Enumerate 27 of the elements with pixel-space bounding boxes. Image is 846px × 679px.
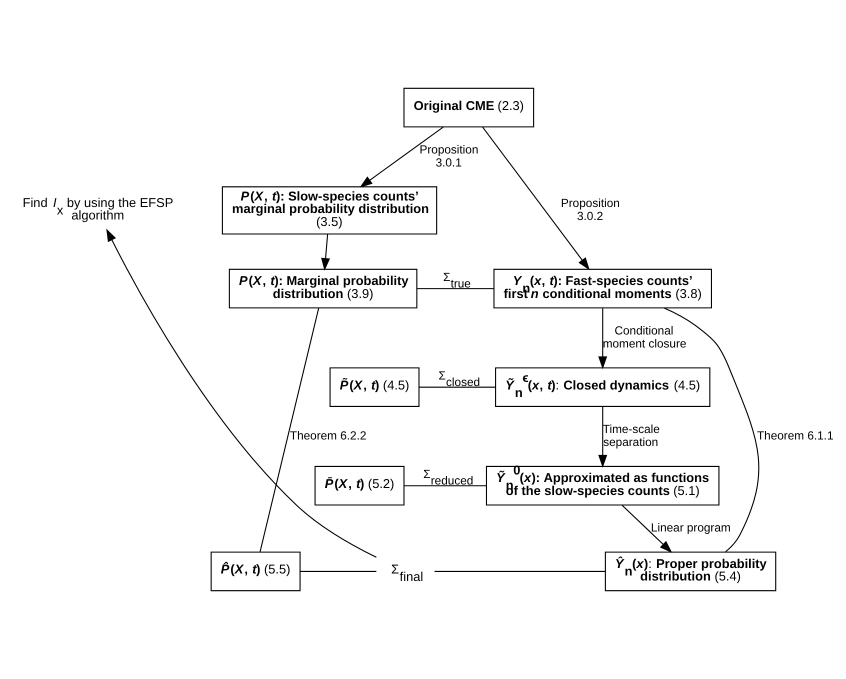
arrow — [321, 234, 330, 271]
node-box: Original CME (2.3) — [403, 88, 534, 128]
edge-label: Time-scale separation — [602, 423, 660, 449]
connector — [404, 485, 486, 486]
edge-label: Linear program — [650, 522, 731, 535]
node-box: P̄(X, t) (5.2) — [314, 466, 405, 506]
connector — [664, 307, 760, 552]
edge-label: Theorem 6.2.2 — [290, 429, 366, 442]
arrow — [598, 308, 608, 370]
node-box: P(X, t): Slow-species counts’ marginal probability distribution (3.5) — [222, 186, 438, 235]
edge-label: Proposition 3.0.1 — [420, 143, 478, 170]
edge-label: Proposition 3.0.2 — [560, 196, 620, 223]
arrow — [106, 228, 377, 558]
edge-label: Theorem 6.1.1 — [756, 429, 834, 442]
connector — [300, 570, 376, 572]
connector — [434, 570, 606, 572]
arrow — [482, 126, 590, 270]
connector — [417, 288, 494, 290]
arrow — [622, 504, 672, 553]
arrow — [598, 406, 608, 468]
connector — [260, 308, 320, 552]
node-box: P̃(X, t) (4.5) — [330, 367, 420, 407]
edge-label: Conditional moment closure — [602, 324, 686, 350]
node-box: P(X, t): Marginal probability distribution (3.9) — [228, 268, 418, 308]
node-box: P̂(X, t) (5.5) — [210, 552, 301, 592]
arrow — [360, 126, 444, 188]
connector — [419, 386, 496, 388]
